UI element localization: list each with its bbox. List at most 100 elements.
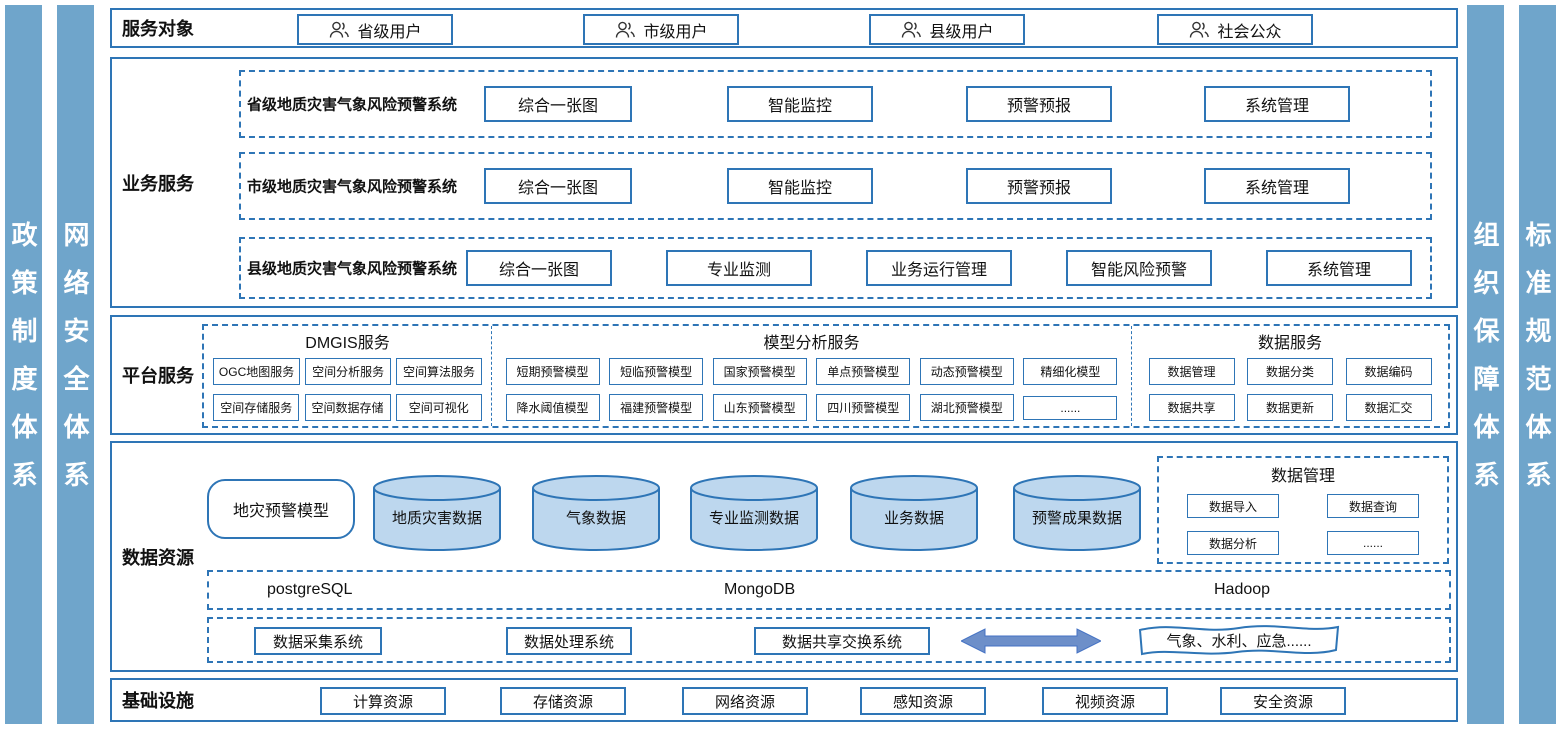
platform-service-box: 湖北预警模型	[919, 394, 1014, 422]
platform-service-box: 福建预警模型	[609, 394, 704, 422]
platform-service-box: 精细化模型	[1023, 357, 1118, 385]
cylinder-shape	[690, 475, 818, 551]
module-box: 智能监控	[727, 86, 873, 122]
platform-service-box: 数据编码	[1345, 357, 1432, 385]
platform-service-box: OGC地图服务	[212, 357, 301, 385]
platform-service-box: 空间算法服务	[396, 357, 483, 385]
database-name: postgreSQL	[267, 581, 353, 598]
cylinder-label: 预警成果数据	[1031, 510, 1122, 527]
user-box-label: 县级用户	[929, 23, 994, 41]
platform-service-box: 四川预警模型	[816, 394, 911, 422]
platform-service-box: 动态预警模型	[919, 357, 1014, 385]
platform-service-box: ......	[1023, 395, 1118, 420]
platform-service-box: 单点预警模型	[816, 357, 911, 385]
cylinder-shape	[850, 475, 978, 551]
user-icon	[902, 21, 922, 38]
module-box: 综合一张图	[466, 250, 612, 286]
system-group-county: 县级地质灾害气象风险预警系统 综合一张图 专业监测 业务运行管理 智能风险预警 …	[239, 237, 1432, 299]
platform-service-box: 数据管理	[1148, 357, 1235, 385]
cylinder-label: 专业监测数据	[708, 510, 799, 527]
section-platform-services: 平台服务 DMGIS服务 OGC地图服务 空间分析服务 空间算法服务 空间存储服…	[110, 315, 1458, 435]
module-box: 业务运行管理	[866, 250, 1012, 286]
platform-service-box: 空间存储服务	[213, 394, 300, 422]
double-arrow-icon	[961, 628, 1101, 654]
module-box: 系统管理	[1266, 250, 1412, 286]
data-management-box: ......	[1327, 531, 1419, 555]
database-name: Hadoop	[1214, 581, 1271, 598]
cylinder-shape	[1013, 475, 1141, 551]
platform-service-box: 降水阈值模型	[505, 394, 600, 422]
group-title: 数据服务	[1257, 335, 1322, 352]
platform-group-dmgis: DMGIS服务 OGC地图服务 空间分析服务 空间算法服务 空间存储服务 空间数…	[204, 326, 492, 426]
external-sources-label: 气象、水利、应急......	[1166, 633, 1312, 650]
vertical-bar-organization-guarantee: 组织保障体系	[1467, 5, 1504, 724]
vertical-bar-policy-system: 政策制度体系	[5, 5, 42, 724]
resource-box: 网络资源	[682, 687, 808, 715]
user-box-label: 市级用户	[643, 23, 708, 41]
data-management-box: 数据查询	[1327, 494, 1419, 518]
platform-service-box: 数据更新	[1247, 394, 1333, 422]
user-box-municipal: 市级用户	[583, 14, 739, 45]
cylinder-label: 业务数据	[883, 510, 944, 527]
database-cylinder: 业务数据	[847, 473, 981, 553]
data-systems-bar: 数据采集系统 数据处理系统 数据共享交换系统 气象、水利、应急......	[207, 617, 1451, 663]
platform-service-box: 短期预警模型	[505, 357, 600, 385]
cylinder-shape	[373, 475, 501, 551]
database-layer-bar: postgreSQL MongoDB Hadoop	[207, 570, 1451, 610]
wave-shape	[1138, 625, 1340, 656]
data-system-box: 数据处理系统	[506, 627, 632, 655]
resource-box: 安全资源	[1220, 687, 1346, 715]
resource-box: 计算资源	[320, 687, 446, 715]
section-label-platform-services: 平台服务	[122, 366, 194, 386]
resource-box: 视频资源	[1042, 687, 1168, 715]
cylinder-label: 气象数据	[565, 510, 626, 527]
data-system-box: 数据采集系统	[254, 627, 382, 655]
data-management-box: 数据分析	[1187, 531, 1279, 555]
module-box: 预警预报	[966, 168, 1112, 204]
resource-box: 存储资源	[500, 687, 626, 715]
database-cylinder: 专业监测数据	[687, 473, 821, 553]
user-icon	[1190, 21, 1210, 38]
platform-service-box: 山东预警模型	[712, 394, 807, 422]
database-cylinder: 预警成果数据	[1010, 473, 1144, 553]
resource-box: 感知资源	[860, 687, 986, 715]
section-label-service-targets: 服务对象	[122, 19, 194, 39]
user-box-provincial: 省级用户	[297, 14, 453, 45]
module-box: 综合一张图	[484, 168, 632, 204]
user-box-public: 社会公众	[1157, 14, 1313, 45]
system-group-provincial: 省级地质灾害气象风险预警系统 综合一张图 智能监控 预警预报 系统管理	[239, 70, 1432, 138]
system-name: 县级地质灾害气象风险预警系统	[247, 260, 458, 278]
user-icon	[330, 21, 350, 38]
section-label-infrastructure: 基础设施	[122, 691, 194, 711]
database-name: MongoDB	[724, 581, 796, 598]
system-name: 省级地质灾害气象风险预警系统	[247, 96, 458, 114]
section-business-services: 业务服务 省级地质灾害气象风险预警系统 综合一张图 智能监控 预警预报 系统管理…	[110, 57, 1458, 308]
platform-service-box: 空间可视化	[395, 394, 482, 422]
vertical-bar-standard-specification: 标准规范体系	[1519, 5, 1556, 724]
module-box: 综合一张图	[484, 86, 632, 122]
data-system-box: 数据共享交换系统	[754, 627, 930, 655]
platform-service-box: 短临预警模型	[609, 357, 704, 385]
module-box: 预警预报	[966, 86, 1112, 122]
data-management-title: 数据管理	[1270, 468, 1335, 485]
module-box: 智能风险预警	[1066, 250, 1212, 286]
data-management-group: 数据管理 数据导入 数据查询 数据分析 ......	[1157, 456, 1449, 564]
database-cylinder: 地质灾害数据	[370, 473, 504, 553]
platform-service-box: 国家预警模型	[712, 357, 807, 385]
module-box: 系统管理	[1204, 168, 1350, 204]
user-box-label: 社会公众	[1217, 23, 1282, 41]
cylinder-label: 地质灾害数据	[391, 510, 482, 527]
platform-service-box: 空间数据存储	[304, 394, 391, 422]
system-group-municipal: 市级地质灾害气象风险预警系统 综合一张图 智能监控 预警预报 系统管理	[239, 152, 1432, 220]
database-cylinder: 气象数据	[529, 473, 663, 553]
platform-group-data-services: 数据服务 数据管理 数据分类 数据编码 数据共享 数据更新 数据汇交	[1132, 326, 1448, 426]
cylinder-shape	[532, 475, 660, 551]
section-service-targets: 服务对象 省级用户 市级用户 县级用户	[110, 8, 1458, 48]
section-infrastructure: 基础设施 计算资源 存储资源 网络资源 感知资源 视频资源 安全资源	[110, 678, 1458, 722]
module-box: 专业监测	[666, 250, 812, 286]
platform-groups-container: DMGIS服务 OGC地图服务 空间分析服务 空间算法服务 空间存储服务 空间数…	[202, 324, 1450, 428]
platform-service-box: 数据共享	[1148, 394, 1235, 422]
external-sources-shape: 气象、水利、应急......	[1134, 621, 1344, 661]
user-icon	[616, 21, 636, 38]
